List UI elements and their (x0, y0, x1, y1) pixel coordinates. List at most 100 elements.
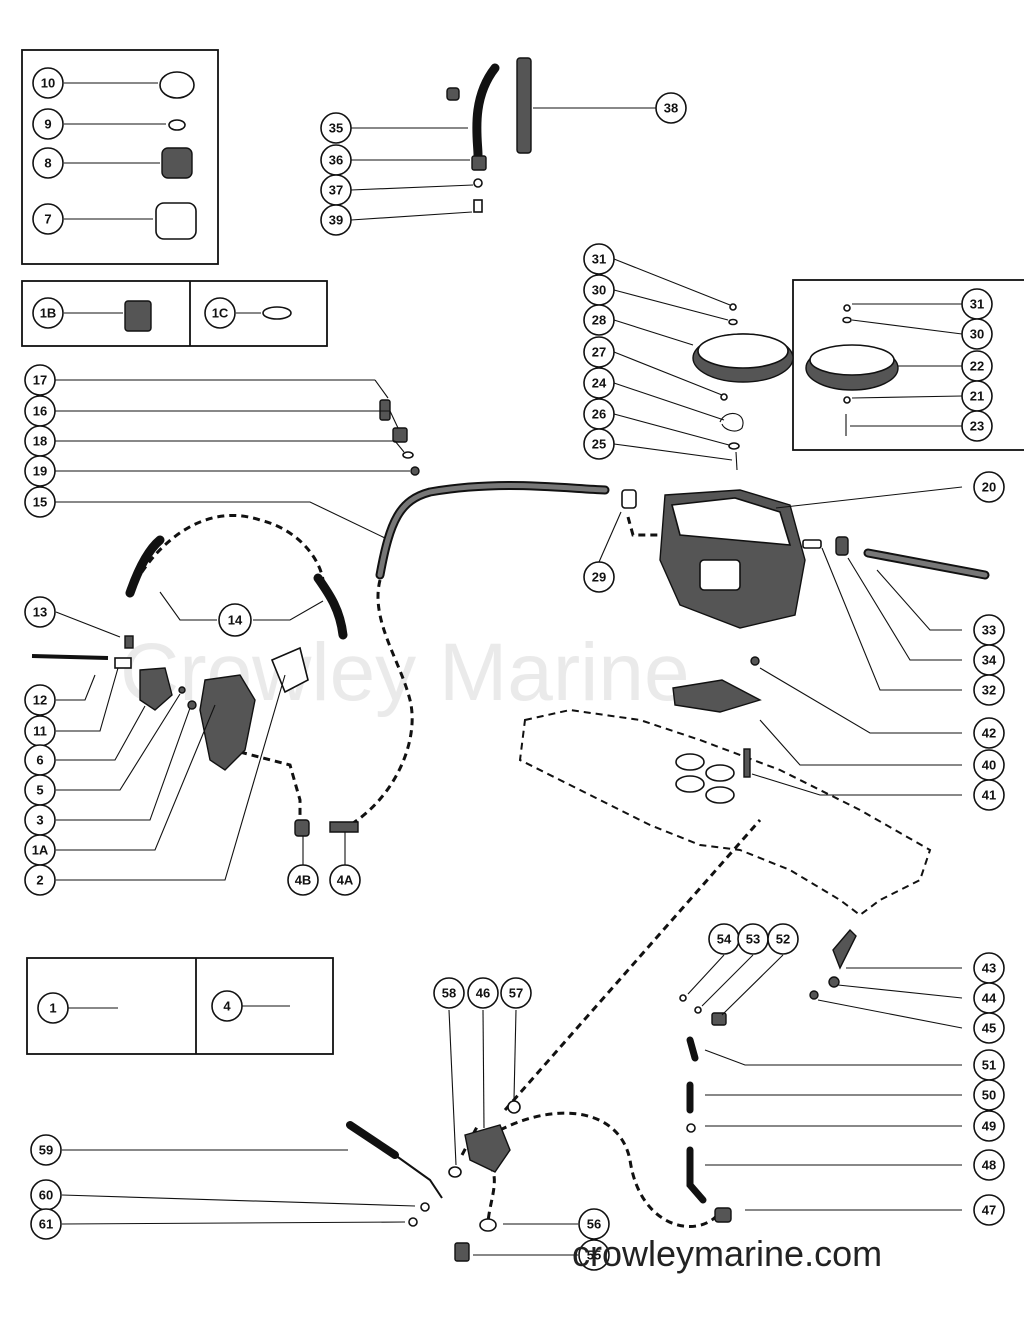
svg-text:2: 2 (36, 873, 43, 888)
callout-49: 49 (973, 1110, 1005, 1142)
svg-text:9: 9 (44, 117, 51, 132)
svg-text:15: 15 (33, 495, 47, 510)
element-kit-parts (124, 300, 292, 332)
svg-text:27: 27 (592, 345, 606, 360)
callout-11: 11 (24, 715, 56, 747)
svg-text:41: 41 (982, 788, 996, 803)
svg-text:29: 29 (592, 570, 606, 585)
callout-4a: 4A (329, 864, 361, 896)
callout-51: 51 (973, 1049, 1005, 1081)
svg-text:55: 55 (587, 1248, 601, 1263)
vent-tube-38-part (516, 57, 532, 154)
nut-31b-part (843, 304, 851, 312)
callout-40: 40 (973, 749, 1005, 781)
washer-30b-part (842, 316, 852, 324)
callout-13: 13 (24, 596, 56, 628)
grommet-27-part (720, 393, 728, 401)
bottom-left-parts (346, 1100, 521, 1262)
svg-text:14: 14 (228, 613, 243, 628)
callout-26: 26 (583, 398, 615, 430)
svg-text:7: 7 (44, 212, 51, 227)
callout-50: 50 (973, 1079, 1005, 1111)
callout-59: 59 (30, 1134, 62, 1166)
svg-text:54: 54 (717, 932, 732, 947)
svg-text:46: 46 (476, 986, 490, 1001)
svg-text:4: 4 (223, 999, 231, 1014)
svg-text:58: 58 (442, 986, 456, 1001)
svg-text:3: 3 (36, 813, 43, 828)
washer-26-part (728, 442, 740, 450)
svg-text:23: 23 (970, 419, 984, 434)
svg-text:60: 60 (39, 1188, 53, 1203)
pump-fittings-top (379, 399, 420, 476)
filter-1a-part (199, 674, 256, 771)
fitting-36-part (471, 155, 487, 171)
air-cleaner-parts (692, 303, 899, 471)
callout-5: 5 (24, 774, 56, 806)
fitting-46-part (464, 1124, 511, 1173)
svg-text:18: 18 (33, 434, 47, 449)
gasket-1c-part (262, 306, 292, 320)
callout-9: 9 (32, 108, 64, 140)
svg-text:50: 50 (982, 1088, 996, 1103)
callout-16: 16 (24, 395, 56, 427)
svg-text:31: 31 (592, 252, 606, 267)
callout-31b: 31 (961, 288, 993, 320)
callout-52: 52 (767, 923, 799, 955)
callout-29: 29 (583, 561, 615, 593)
svg-text:19: 19 (33, 464, 47, 479)
callout-12: 12 (24, 684, 56, 716)
callout-36: 36 (320, 144, 352, 176)
filter-element-8-part (161, 147, 193, 179)
callout-3: 3 (24, 804, 56, 836)
callout-4: 4 (211, 990, 243, 1022)
callout-30a: 30 (583, 274, 615, 306)
callout-47: 47 (973, 1194, 1005, 1226)
svg-text:59: 59 (39, 1143, 53, 1158)
stud-41-part (743, 748, 751, 778)
svg-text:24: 24 (592, 376, 607, 391)
right-bottom-parts (679, 928, 857, 1223)
svg-text:45: 45 (982, 1021, 996, 1036)
callout-32: 32 (973, 674, 1005, 706)
site-footer-text: crowleymarine.com (572, 1233, 882, 1274)
stud-25-part (735, 451, 738, 471)
callout-37: 37 (320, 174, 352, 206)
callout-15: 15 (24, 486, 56, 518)
nut-31-part (729, 303, 737, 311)
svg-text:1C: 1C (212, 306, 229, 321)
callout-2: 2 (24, 864, 56, 896)
screw-39-part (473, 199, 483, 213)
leader-lines (55, 82, 963, 1256)
svg-text:56: 56 (587, 1217, 601, 1232)
svg-text:52: 52 (776, 932, 790, 947)
callout-38: 38 (655, 92, 687, 124)
pump-kit-box (26, 957, 334, 1055)
svg-text:43: 43 (982, 961, 996, 976)
svg-text:42: 42 (982, 726, 996, 741)
callout-35: 35 (320, 112, 352, 144)
tee-4a-part (329, 821, 359, 833)
svg-text:32: 32 (982, 683, 996, 698)
svg-text:26: 26 (592, 407, 606, 422)
callout-1a: 1A (24, 834, 56, 866)
air-cleaner-alt-box (792, 279, 1024, 451)
callout-43: 43 (973, 952, 1005, 984)
callout-27: 27 (583, 336, 615, 368)
intake-manifold (518, 708, 932, 917)
washer-37-part (473, 178, 483, 188)
svg-text:48: 48 (982, 1158, 996, 1173)
filter-kit-parts (155, 71, 197, 240)
callout-14: 14 (218, 603, 252, 637)
gasket-40-part (672, 679, 762, 713)
callout-7: 7 (32, 203, 64, 235)
air-cleaner-top-part (697, 333, 789, 369)
fitting-11-part (114, 657, 132, 669)
svg-text:51: 51 (982, 1058, 996, 1073)
clip-24-part (719, 412, 744, 432)
callout-1: 1 (37, 992, 69, 1024)
svg-text:40: 40 (982, 758, 996, 773)
svg-text:49: 49 (982, 1119, 996, 1134)
callout-57: 57 (500, 977, 532, 1009)
callout-17: 17 (24, 364, 56, 396)
